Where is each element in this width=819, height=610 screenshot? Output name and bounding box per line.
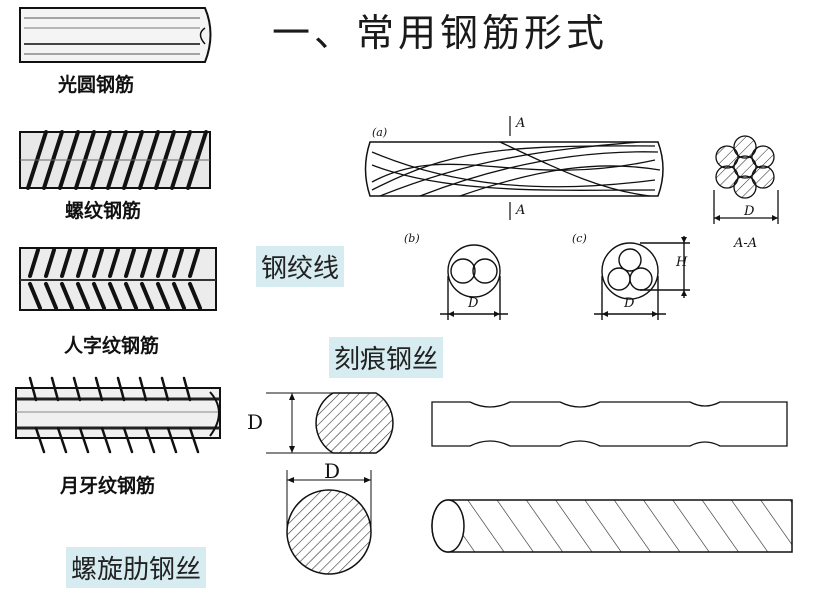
strand-dim-d: D	[744, 204, 755, 219]
section-mark-bottom: A	[516, 203, 526, 218]
threaded-bar-label: 螺纹钢筋	[65, 200, 142, 222]
herringbone-bar-drawing	[19, 247, 217, 311]
page-title: 一、常用钢筋形式	[272, 11, 609, 55]
indented-wire-section	[266, 392, 394, 454]
panel-a-label: (a)	[372, 126, 388, 139]
panel-c-dim-d: D	[624, 296, 635, 311]
three-wire-strand-section	[594, 236, 690, 320]
spiral-wire-side-view	[431, 499, 793, 553]
herringbone-bar-label: 人字纹钢筋	[64, 335, 160, 357]
strand-label: 钢绞线	[256, 246, 345, 287]
panel-b-label: (b)	[404, 232, 420, 245]
strand-side-view	[364, 116, 664, 220]
crescent-rib-bar-drawing	[15, 376, 221, 454]
plain-round-bar-drawing	[19, 7, 212, 63]
panel-b-dim-d: D	[468, 296, 479, 311]
panel-c-label: (c)	[572, 232, 587, 245]
two-wire-strand-section	[440, 244, 508, 320]
indented-wire-dim-d: D	[247, 410, 264, 434]
crescent-bar-label: 月牙纹钢筋	[60, 475, 156, 497]
spiral-rib-wire-label: 螺旋肋钢丝	[66, 547, 207, 588]
spiral-wire-section	[286, 470, 372, 575]
plain-bar-label: 光圆钢筋	[58, 74, 135, 96]
section-title: A-A	[734, 236, 758, 251]
threaded-bar-drawing	[19, 130, 211, 190]
spiral-wire-dim-d: D	[324, 459, 341, 483]
strand-cross-section	[713, 135, 779, 224]
panel-c-dim-h: H	[676, 255, 688, 270]
section-mark-top: A	[516, 116, 526, 131]
indented-wire-side-view	[431, 401, 788, 447]
indented-wire-label: 刻痕钢丝	[329, 337, 444, 378]
